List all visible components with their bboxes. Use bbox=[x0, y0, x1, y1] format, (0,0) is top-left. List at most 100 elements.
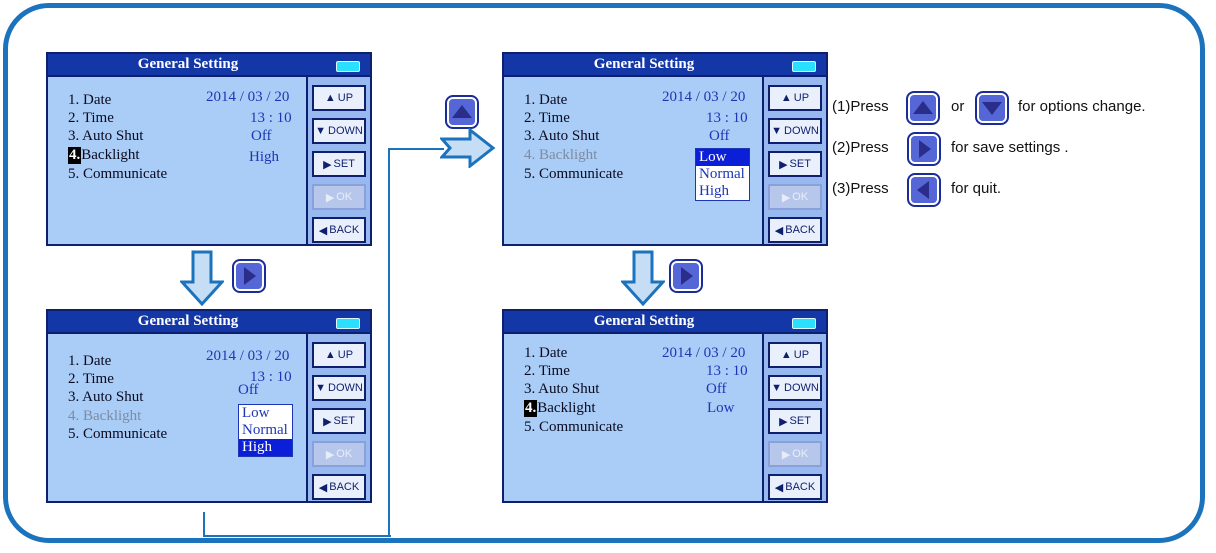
battery-icon bbox=[336, 61, 360, 72]
settings-list: 1. Date 2. Time 3. Auto Shut 4. Backligh… bbox=[502, 77, 764, 246]
menu-item-backlight: 4. Backlight bbox=[68, 408, 142, 424]
backlight-label: Backlight bbox=[537, 400, 596, 416]
device-screen-3: General Setting 1. Date 2. Time 3. Auto … bbox=[502, 52, 828, 246]
date-value: 2014 / 03 / 20 bbox=[206, 348, 290, 364]
device-screen-1: General Setting 1. Date 2. Time 3. Auto … bbox=[46, 52, 372, 246]
back-button[interactable]: ◀BACK bbox=[312, 217, 366, 243]
up-arrow-icon: ▲ bbox=[324, 92, 336, 104]
time-value: 13 : 10 bbox=[250, 369, 292, 385]
back-button[interactable]: ◀BACK bbox=[768, 217, 822, 243]
button-panel: ▲UP ▼DOWN ▶SET ▶OK ◀BACK bbox=[308, 334, 372, 503]
title-bar: General Setting bbox=[46, 309, 372, 334]
ok-button[interactable]: ▶OK bbox=[768, 184, 822, 210]
menu-item-communicate: 5. Communicate bbox=[524, 166, 624, 182]
down-button[interactable]: ▼DOWN bbox=[312, 118, 366, 144]
auto-shut-value: Off bbox=[709, 128, 730, 144]
right-arrow-icon: ▶ bbox=[325, 448, 335, 461]
title-bar: General Setting bbox=[502, 52, 828, 77]
up-key-icon bbox=[447, 97, 477, 127]
right-arrow-icon: ▶ bbox=[779, 415, 788, 428]
option-normal[interactable]: Normal bbox=[699, 166, 745, 182]
settings-list: 1. Date 2. Time 3. Auto Shut 4.Backlight… bbox=[46, 77, 308, 246]
settings-list: 1. Date 2. Time 3. Auto Shut 4.Backlight… bbox=[502, 334, 764, 503]
instruction-1-or: or bbox=[951, 98, 965, 115]
selected-item-number: 4. bbox=[524, 400, 538, 417]
up-arrow-icon: ▲ bbox=[780, 92, 792, 104]
right-arrow-icon: ▶ bbox=[779, 158, 788, 171]
up-key-icon bbox=[908, 93, 938, 123]
menu-item-communicate: 5. Communicate bbox=[68, 426, 168, 442]
set-key-icon bbox=[671, 261, 701, 291]
up-button[interactable]: ▲UP bbox=[768, 85, 822, 111]
up-button[interactable]: ▲UP bbox=[768, 342, 822, 368]
right-arrow-icon: ▶ bbox=[781, 448, 791, 461]
menu-item-auto-shut: 3. Auto Shut bbox=[68, 389, 144, 405]
up-button[interactable]: ▲UP bbox=[312, 85, 366, 111]
screen-title: General Setting bbox=[137, 313, 239, 329]
backlight-dropdown[interactable]: Low Normal High bbox=[695, 148, 750, 201]
up-arrow-icon: ▲ bbox=[780, 349, 792, 361]
menu-item-communicate: 5. Communicate bbox=[68, 166, 168, 182]
down-arrow-icon: ▼ bbox=[771, 125, 783, 137]
set-button[interactable]: ▶SET bbox=[312, 151, 366, 177]
option-normal[interactable]: Normal bbox=[242, 422, 288, 438]
backlight-value: High bbox=[249, 149, 279, 165]
menu-item-time: 2. Time bbox=[524, 363, 570, 379]
option-low[interactable]: Low bbox=[696, 149, 749, 166]
ok-button[interactable]: ▶OK bbox=[312, 441, 366, 467]
backlight-value: Low bbox=[707, 400, 735, 416]
menu-item-communicate: 5. Communicate bbox=[524, 419, 624, 435]
set-button[interactable]: ▶SET bbox=[768, 151, 822, 177]
menu-item-backlight: 4. Backlight bbox=[524, 147, 598, 163]
down-button[interactable]: ▼DOWN bbox=[312, 375, 366, 401]
button-panel: ▲UP ▼DOWN ▶SET ▶OK ◀BACK bbox=[308, 77, 372, 246]
left-arrow-icon: ◀ bbox=[774, 224, 784, 237]
menu-item-date: 1. Date bbox=[68, 92, 112, 108]
option-high[interactable]: High bbox=[239, 439, 292, 456]
up-button[interactable]: ▲UP bbox=[312, 342, 366, 368]
instruction-1-suffix: for options change. bbox=[1018, 98, 1146, 115]
date-value: 2014 / 03 / 20 bbox=[662, 345, 746, 361]
screen-title: General Setting bbox=[593, 56, 695, 72]
instruction-2-suffix: for save settings . bbox=[951, 139, 1069, 156]
battery-icon bbox=[336, 318, 360, 329]
menu-item-date: 1. Date bbox=[524, 345, 568, 361]
date-value: 2014 / 03 / 20 bbox=[206, 89, 290, 105]
option-low[interactable]: Low bbox=[242, 405, 270, 421]
ok-button[interactable]: ▶OK bbox=[768, 441, 822, 467]
backlight-dropdown[interactable]: Low Normal High bbox=[238, 404, 293, 457]
down-button[interactable]: ▼DOWN bbox=[768, 118, 822, 144]
set-key-icon bbox=[909, 134, 939, 164]
ok-button[interactable]: ▶OK bbox=[312, 184, 366, 210]
right-arrow-icon: ▶ bbox=[323, 158, 332, 171]
down-arrow-icon: ▼ bbox=[771, 382, 783, 394]
backlight-label: Backlight bbox=[81, 147, 140, 163]
auto-shut-value: Off bbox=[251, 128, 272, 144]
set-button[interactable]: ▶SET bbox=[312, 408, 366, 434]
time-value: 13 : 10 bbox=[250, 110, 292, 126]
left-arrow-icon: ◀ bbox=[318, 224, 328, 237]
menu-item-backlight: 4.Backlight bbox=[68, 147, 140, 164]
back-button[interactable]: ◀BACK bbox=[312, 474, 366, 500]
battery-icon bbox=[792, 61, 816, 72]
back-button[interactable]: ◀BACK bbox=[768, 474, 822, 500]
button-panel: ▲UP ▼DOWN ▶SET ▶OK ◀BACK bbox=[764, 334, 828, 503]
button-panel: ▲UP ▼DOWN ▶SET ▶OK ◀BACK bbox=[764, 77, 828, 246]
option-high[interactable]: High bbox=[699, 183, 729, 199]
instruction-3-suffix: for quit. bbox=[951, 180, 1002, 197]
right-arrow-icon: ▶ bbox=[323, 415, 332, 428]
right-arrow-icon: ▶ bbox=[325, 191, 335, 204]
instruction-2-prefix: (2)Press bbox=[832, 139, 889, 156]
title-bar: General Setting bbox=[502, 309, 828, 334]
device-screen-2: General Setting 1. Date 2. Time 3. Auto … bbox=[46, 309, 372, 503]
instruction-3-prefix: (3)Press bbox=[832, 180, 889, 197]
set-button[interactable]: ▶SET bbox=[768, 408, 822, 434]
down-arrow-icon: ▼ bbox=[315, 125, 327, 137]
menu-item-date: 1. Date bbox=[524, 92, 568, 108]
connector-line bbox=[203, 512, 391, 537]
right-arrow-icon: ▶ bbox=[781, 191, 791, 204]
down-arrow-icon bbox=[180, 250, 224, 306]
down-arrow-icon: ▼ bbox=[315, 382, 327, 394]
menu-item-auto-shut: 3. Auto Shut bbox=[68, 128, 144, 144]
down-button[interactable]: ▼DOWN bbox=[768, 375, 822, 401]
